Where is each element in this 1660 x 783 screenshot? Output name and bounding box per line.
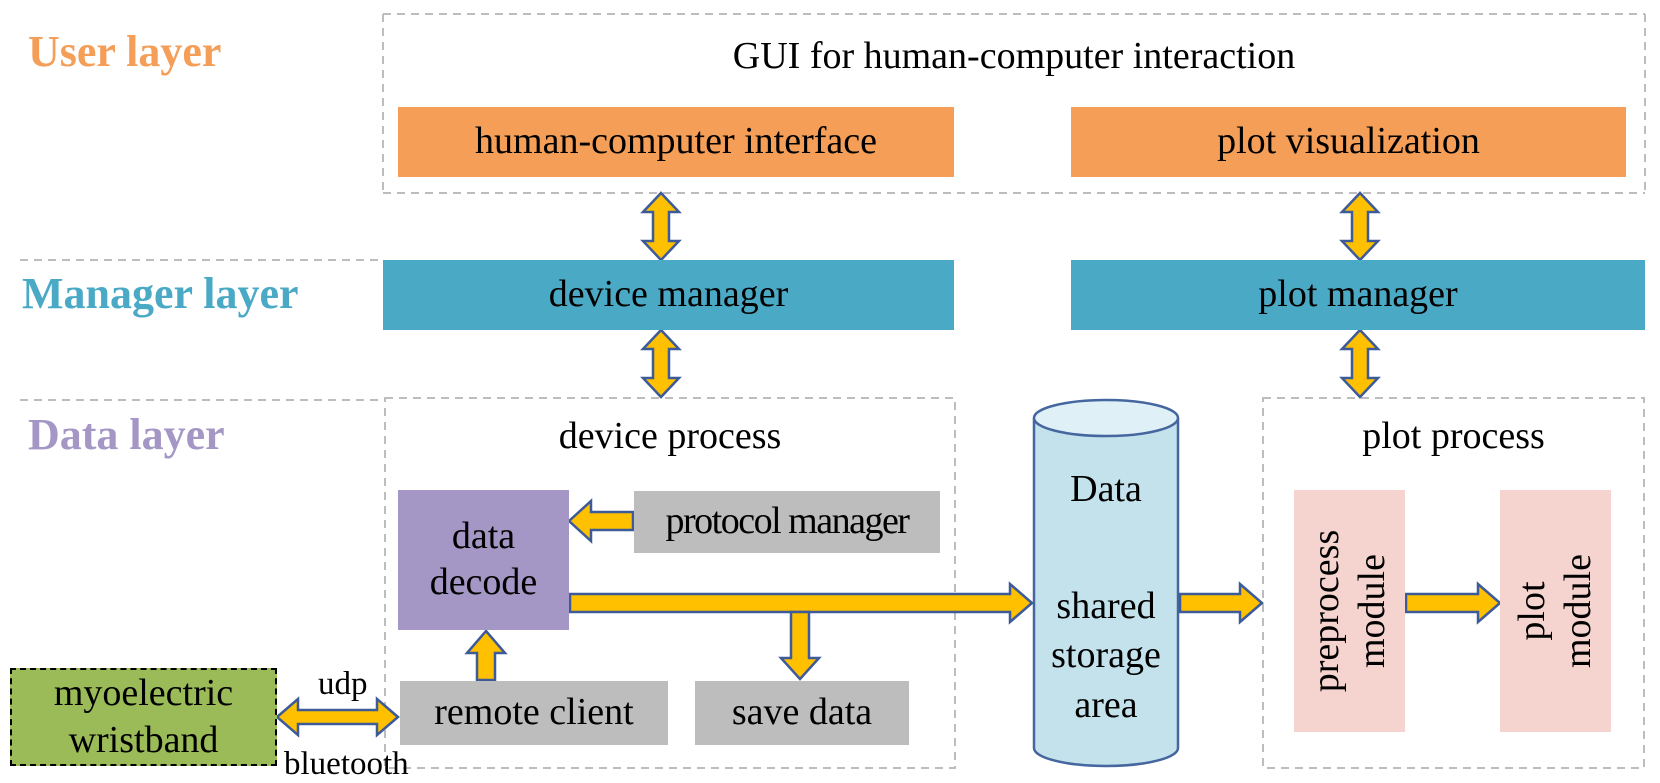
to-save-data-arrow	[778, 610, 822, 681]
decode-to-storage-arrow	[568, 581, 1034, 625]
data-decode-box: data decode	[398, 490, 569, 630]
device-manager-label: device manager	[548, 273, 789, 316]
plot-visualization-label: plot visualization	[1217, 120, 1480, 163]
plot-manager-label: plot manager	[1258, 273, 1458, 316]
plot-manager-box: plot manager	[1071, 260, 1645, 330]
plot-module-label: plot module	[1511, 554, 1599, 668]
gui-title: GUI for human-computer interaction	[732, 35, 1296, 77]
preprocess-to-plot-module-arrow	[1404, 581, 1502, 625]
storage-to-plot-process-arrow	[1178, 581, 1264, 625]
preprocess-module-label: preprocess module	[1305, 529, 1393, 693]
plot-manager-process-arrow	[1339, 328, 1381, 399]
manager-layer-label: Manager layer	[22, 269, 299, 318]
user-layer-label: User layer	[28, 27, 222, 76]
protocol-to-decode-arrow	[567, 498, 635, 544]
plot-process-title: plot process	[1362, 415, 1545, 457]
data-decode-label: data decode	[429, 515, 538, 603]
storage-title: Data	[1070, 468, 1142, 510]
preprocess-module-box	[1294, 490, 1405, 732]
remote-client-box: remote client	[400, 681, 668, 745]
device-manager-box: device manager	[383, 260, 954, 330]
myoelectric-wristband-box: myoelectric wristband	[10, 668, 277, 766]
save-data-label: save data	[731, 691, 873, 734]
data-layer-label: Data layer	[28, 410, 225, 459]
wristband-client-arrow	[275, 696, 400, 738]
save-data-box: save data	[695, 681, 909, 745]
storage-subtitle: shared storage area	[1051, 585, 1161, 726]
client-to-decode-arrow	[464, 629, 508, 682]
human-computer-interface-label: human-computer interface	[475, 120, 877, 163]
human-computer-interface-box: human-computer interface	[398, 107, 954, 177]
myoelectric-wristband-label: myoelectric wristband	[53, 671, 234, 762]
plot-visualization-box: plot visualization	[1071, 107, 1626, 177]
protocol-manager-box: protocol manager	[634, 491, 940, 553]
plotvis-plot-manager-arrow	[1339, 191, 1381, 262]
hci-device-manager-arrow	[640, 191, 682, 262]
plot-module-box	[1500, 490, 1611, 732]
protocol-manager-label: protocol manager	[665, 500, 910, 543]
device-process-frame	[384, 397, 956, 769]
udp-label: udp	[318, 666, 368, 702]
remote-client-label: remote client	[434, 691, 634, 734]
bluetooth-label: bluetooth	[284, 746, 409, 782]
device-manager-process-arrow	[640, 328, 682, 399]
device-process-title: device process	[558, 415, 782, 457]
shared-storage-cylinder	[1032, 398, 1180, 768]
plot-process-frame	[1262, 397, 1645, 769]
